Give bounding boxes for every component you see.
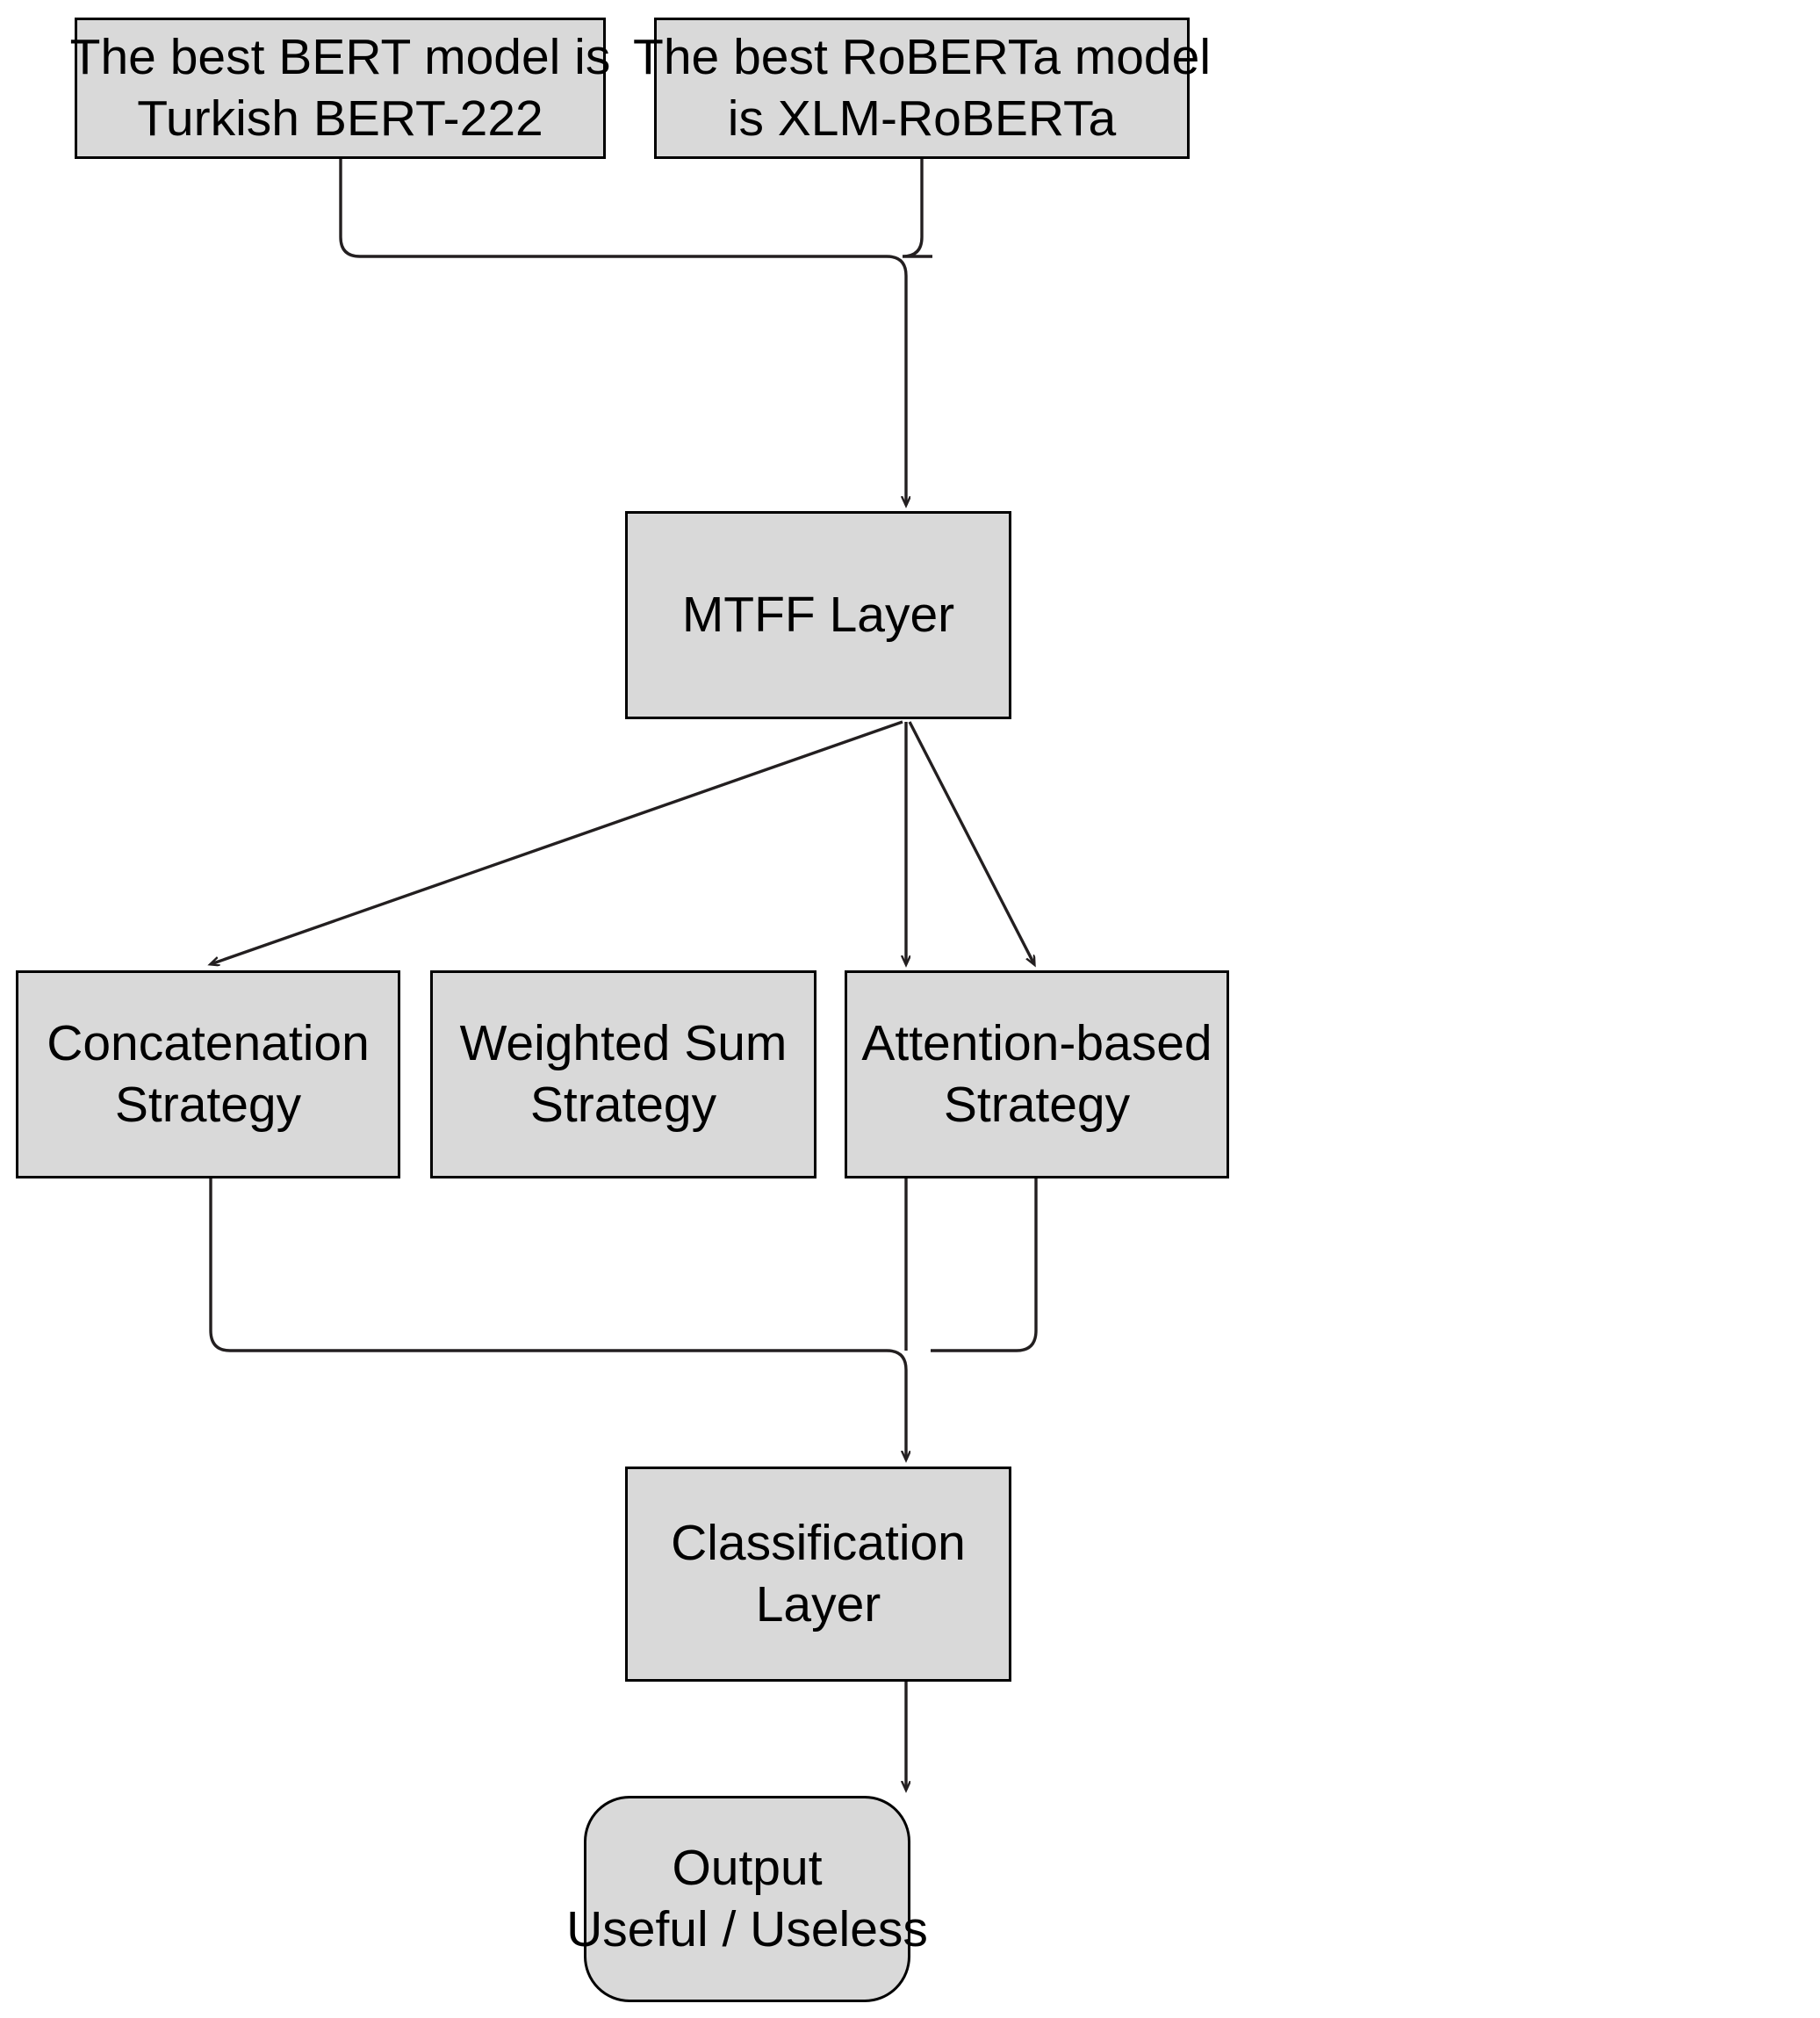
node-output: Output Useful / Useless [566,1796,928,2002]
node-line: MTFF Layer [681,586,955,643]
node-line: Attention-based [861,1014,1212,1071]
node-concatenation-strategy: Concatenation Strategy [16,970,400,1178]
node-line: Weighted Sum [459,1014,788,1071]
node-line: Turkish BERT-222 [137,90,543,147]
edge-concat-to-classif [209,1178,887,1352]
node-line: is XLM-RoBERTa [727,90,1117,147]
node-line: Strategy [114,1076,302,1133]
node-best-bert-model: The best BERT model is Turkish BERT-222 [70,18,610,159]
edge-attn-to-classif [931,1178,1038,1352]
node-line: Strategy [529,1076,717,1133]
edge-bert-to-mtff [339,159,887,258]
node-line: Useful / Useless [566,1900,928,1957]
node-classification-layer: Classification Layer [625,1467,1011,1682]
node-line: Strategy [943,1076,1131,1133]
edge-merge-to-classif [886,1349,906,1459]
node-weighted-sum-strategy: Weighted Sum Strategy [430,970,816,1178]
edge-merge-to-mtff [886,255,906,505]
node-mtff-layer: MTFF Layer [625,511,1011,719]
node-line: Classification [671,1514,966,1571]
edge-mtff-to-concat [211,720,903,964]
node-attention-based-strategy: Attention-based Strategy [845,970,1229,1178]
edge-roberta-to-mtff [902,159,932,258]
node-line: Concatenation [47,1014,370,1071]
node-line: Output [672,1839,823,1896]
node-line: The best BERT model is [69,28,611,85]
node-best-roberta-model: The best RoBERTa model is XLM-RoBERTa [633,18,1211,159]
node-line: The best RoBERTa model [633,28,1211,85]
node-line: Layer [755,1575,881,1632]
edge-mtff-to-attn [908,721,1034,964]
